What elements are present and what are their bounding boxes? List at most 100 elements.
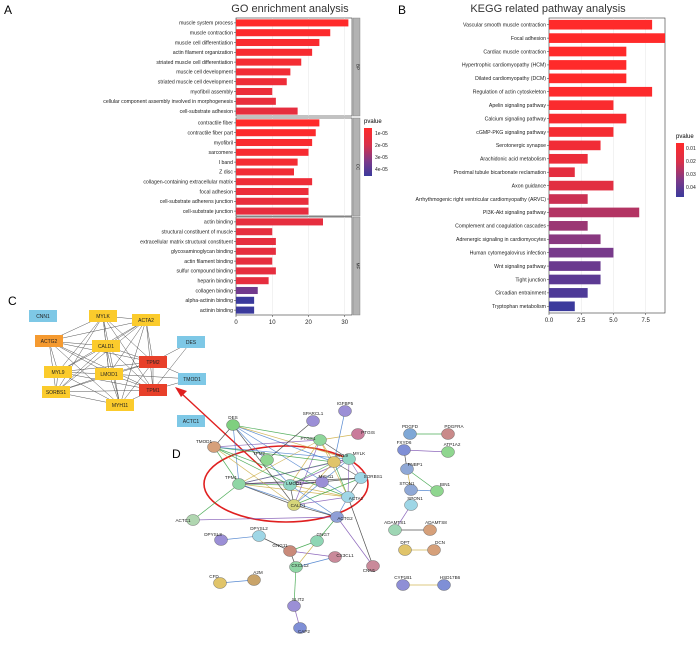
network-d-node-label: GNG7	[316, 532, 329, 537]
network-d-node-label: MYL9	[336, 453, 348, 458]
network-c-node-box	[177, 415, 205, 427]
go-category-label: myofibril	[214, 140, 233, 146]
network-d-edge	[213, 439, 321, 448]
go-bar	[236, 48, 313, 56]
go-category-label: actin binding	[204, 220, 233, 226]
network-d-edge	[293, 439, 321, 506]
go-legend-title: pvalue	[364, 119, 382, 125]
go-category-label: contractile fiber part	[187, 131, 233, 137]
network-d-edge	[238, 483, 291, 486]
go-category-label: alpha-actinin binding	[185, 298, 233, 304]
kegg-chart: KEGG related pathway analysis Vascular s…	[415, 3, 695, 324]
network-d-node-label: CFD	[209, 574, 219, 579]
arrow-head	[175, 387, 187, 397]
go-bar	[236, 178, 313, 186]
network-d-node-circle	[441, 428, 455, 440]
kegg-category-label: Circadian entrainment	[495, 291, 546, 297]
network-d-node-label: TPM2	[253, 451, 266, 456]
network-d-node-circle	[186, 514, 200, 526]
kegg-category-label: cGMP-PKG signaling pathway	[476, 130, 546, 136]
kegg-category-label: Calcium signaling pathway	[485, 116, 547, 122]
go-bar	[236, 119, 320, 127]
kegg-category-label: Adrenergic signaling in cardiomyocytes	[456, 237, 546, 243]
network-d-node-ptgs1: PTGS1	[300, 434, 327, 446]
go-bar	[236, 158, 298, 166]
go-bar	[236, 207, 309, 215]
kegg-bar	[549, 167, 575, 178]
network-d-edge	[232, 424, 291, 486]
network-d-node-label: ACTA2	[349, 496, 364, 501]
kegg-xtick-label: 7.5	[641, 318, 650, 324]
network-d-node-circle	[400, 463, 414, 475]
network-d-node-actc1: ACTC1	[175, 514, 200, 526]
kegg-bar	[549, 86, 653, 97]
network-d-node-label: PDGFRA	[444, 424, 464, 429]
network-c-node-actc1: ACTC1	[177, 415, 205, 427]
network-d-node-des: DES	[226, 415, 240, 431]
network-c-node-box	[139, 356, 167, 368]
network-d-node-circle	[327, 456, 341, 468]
network-d-node-label: BIN1	[440, 482, 451, 487]
network-d-node-label: STON1	[399, 481, 415, 486]
go-category-label: collagen-containing extracellular matrix	[143, 180, 233, 186]
kegg-bar	[549, 19, 653, 30]
network-d-node-acta2: ACTA2	[341, 491, 364, 503]
panel-letter-d: D	[172, 447, 181, 461]
network-d-node-circle	[396, 579, 410, 591]
kegg-category-label: Proximal tubule bicarbonate reclamation	[453, 170, 546, 176]
kegg-category-label: Vascular smooth muscle contraction	[463, 23, 546, 29]
network-d-node-circle	[287, 600, 301, 612]
network-d-node-circle	[404, 484, 418, 496]
network-d-node-spon1: SPON1	[404, 496, 423, 511]
go-bar	[236, 218, 323, 226]
network-d-node-lmod1: LMOD1	[283, 479, 302, 491]
network-c-node-cald1: CALD1	[92, 340, 120, 352]
network-d-node-label: MYH11	[319, 474, 334, 479]
go-category-label: actin filament organization	[173, 50, 233, 56]
network-c-node-label: CALD1	[98, 344, 114, 350]
network-d-edge	[192, 516, 338, 521]
go-category-label: collagen binding	[196, 288, 234, 294]
network-c-node-label: SORBS1	[46, 390, 67, 396]
network-c-edge	[48, 319, 147, 342]
network-d-node-circle	[341, 491, 355, 503]
network-d-node-mylk: MYLK	[342, 451, 366, 465]
arrow-c-to-d	[175, 387, 263, 469]
network-d-edge	[213, 446, 291, 486]
network-d-node-label: SLIT2	[292, 597, 305, 602]
network-d-node-circle	[232, 478, 246, 490]
network-d-node-circle	[388, 524, 402, 536]
kegg-category-label: Dilated cardiomyopathy (DCM)	[475, 76, 546, 82]
go-chart-title: GO enrichment analysis	[231, 3, 349, 15]
go-bar	[236, 187, 309, 196]
network-d-edge	[232, 424, 349, 498]
network-d-edge	[213, 446, 240, 485]
network-c-node-box	[139, 384, 167, 396]
kegg-category-label: Apelin signaling pathway	[489, 103, 547, 109]
network-d-node-label: PTGIS	[361, 430, 375, 435]
go-bar	[236, 138, 313, 147]
network-d-node-igfbp5: IGFBP5	[337, 401, 354, 417]
network-d-node-cnn1: CNN1	[363, 560, 380, 573]
network-d-node-cfd: CFD	[209, 574, 227, 589]
network-c-edge	[105, 345, 154, 391]
network-d-node-label: SORBS1	[364, 474, 383, 479]
network-c-edge	[55, 345, 107, 393]
network-c-node-box	[132, 314, 160, 326]
network-c-node-box	[106, 399, 134, 411]
go-category-label: actin filament binding	[184, 259, 233, 265]
network-d-edge	[213, 446, 349, 498]
network-d-node-ston1: STON1	[399, 481, 418, 496]
network-d-edge	[266, 420, 314, 461]
network-d-edge	[232, 424, 321, 441]
network-d-node-circle	[310, 535, 324, 547]
go-category-label: cell-substrate adherens junction	[160, 199, 233, 205]
kegg-legend-label: 0.01	[686, 146, 696, 152]
go-category-label: striated muscle cell differentiation	[156, 60, 233, 66]
network-d-node-circle	[403, 428, 417, 440]
network-d-node-pdgfd: PDGFD	[402, 424, 419, 440]
